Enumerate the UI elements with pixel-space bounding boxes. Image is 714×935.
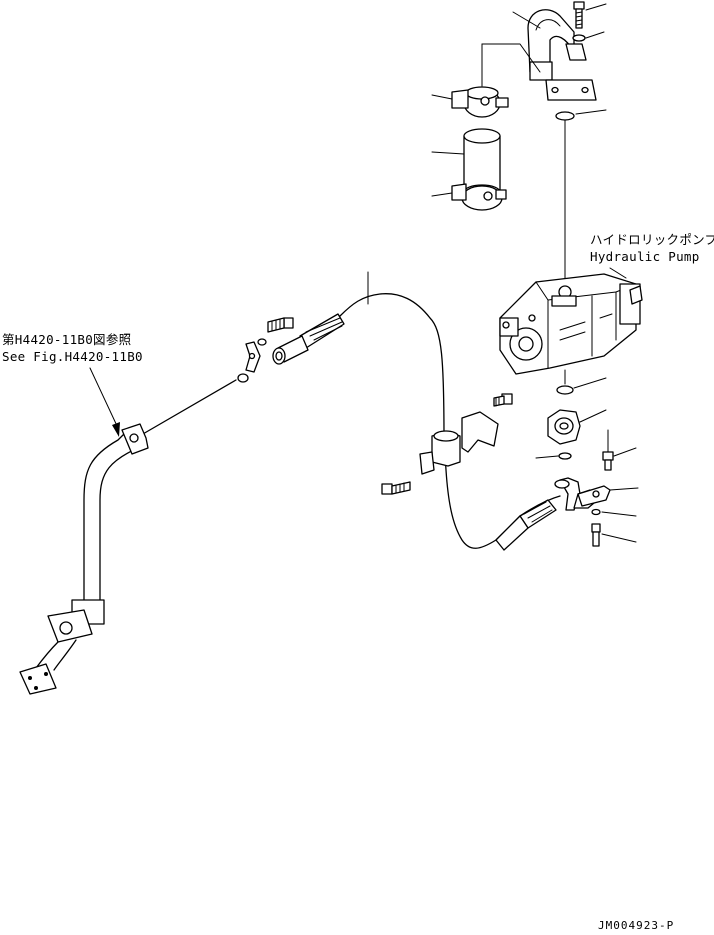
- lower-clip-bolt: [381, 481, 411, 495]
- upper-flange-bolt: [267, 317, 294, 333]
- suction-elbow: [527, 9, 597, 101]
- elbow-bolt: [573, 1, 585, 29]
- outlet-flange-block: [547, 409, 581, 445]
- delivery-hose: [339, 293, 561, 551]
- rigid-pipe: [19, 379, 237, 695]
- drawing-code: JM004923-P: [598, 919, 675, 932]
- upper-o-ring: [237, 373, 249, 383]
- upper-hose-section: [272, 313, 345, 365]
- upper-washer: [257, 338, 267, 346]
- flange-bolt-right: [602, 429, 614, 471]
- reference-label-japanese: 第H4420-11B0図参照: [2, 332, 132, 347]
- clip-bolt: [493, 393, 513, 407]
- pump-label-english: Hydraulic Pump: [590, 249, 700, 264]
- upper-split-flange: [245, 341, 261, 373]
- split-flange-half: [577, 485, 611, 507]
- flange-o-ring: [558, 452, 572, 460]
- hose-clip-bracket: [419, 411, 499, 475]
- upper-clamp: [451, 86, 509, 118]
- pump-o-ring: [556, 385, 574, 395]
- elbow-o-ring: [555, 111, 575, 121]
- lower-clamp: [451, 183, 507, 211]
- flange-washer: [591, 508, 601, 516]
- hydraulic-pump: [499, 273, 643, 375]
- pump-label-japanese: ハイドロリックポンプ: [590, 232, 714, 247]
- elbow-washer: [572, 34, 586, 42]
- reference-label-english: See Fig.H4420-11B0: [2, 349, 143, 364]
- flange-bolt-lower: [591, 523, 601, 547]
